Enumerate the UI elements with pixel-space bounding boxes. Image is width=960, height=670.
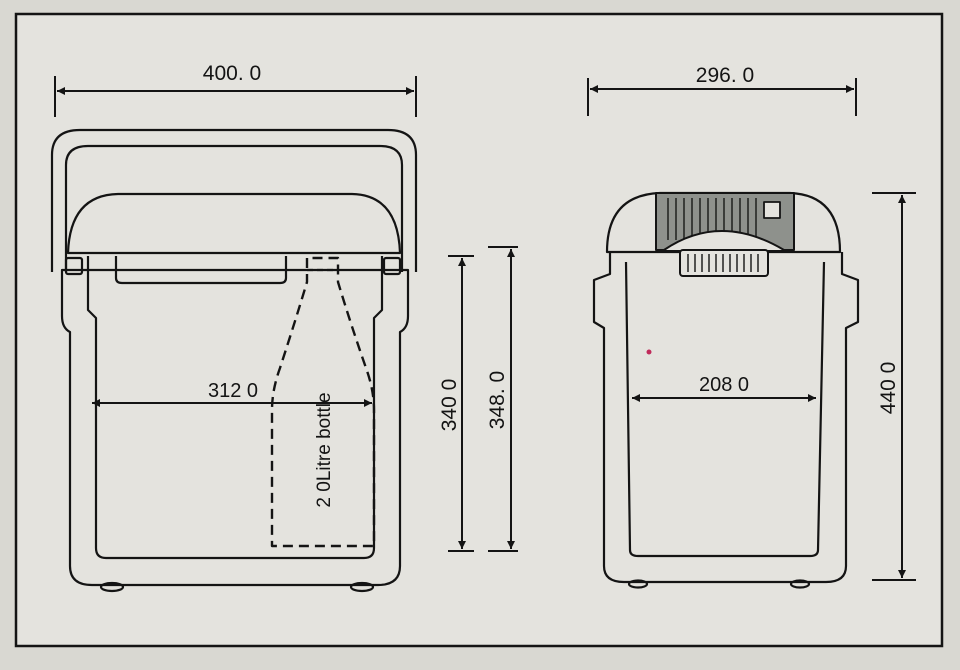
- side-foot-left: [627, 579, 649, 589]
- front-body-outer: [60, 268, 410, 587]
- front-hinge-right: [382, 256, 402, 276]
- front-outer-height-label: 348. 0: [486, 371, 509, 429]
- bottle-label: 2 0Litre bottle: [314, 392, 335, 507]
- front-lid: [66, 192, 402, 255]
- front-handle-inner: [64, 144, 404, 272]
- drawing-frame: [14, 12, 944, 648]
- side-foot-right: [789, 579, 811, 589]
- front-width-label: 400. 0: [203, 62, 261, 85]
- side-width-label: 296. 0: [696, 64, 754, 87]
- front-inner-width-label: 312 0: [208, 380, 258, 402]
- side-body-inner: [624, 261, 826, 558]
- front-foot-right: [349, 581, 375, 593]
- front-inner-height-label: 340 0: [438, 379, 461, 432]
- side-inner-width-label: 208 0: [699, 374, 749, 396]
- side-height-label: 440 0: [877, 362, 900, 415]
- side-vent-arch: [663, 230, 785, 251]
- front-handle: [50, 128, 418, 272]
- side-body-outer: [592, 252, 860, 584]
- side-dimensions: [587, 78, 916, 581]
- bottle-outline: [270, 256, 376, 548]
- side-vent-switch: [763, 201, 781, 219]
- front-view: [50, 128, 418, 593]
- front-dimensions: [54, 76, 518, 552]
- front-lid-recess: [114, 256, 288, 285]
- front-foot-left: [99, 581, 125, 593]
- side-fan-grille: [679, 249, 769, 277]
- front-body-inner: [86, 256, 384, 560]
- front-hinge-left: [64, 256, 84, 276]
- side-red-dot: [646, 349, 652, 355]
- side-fan-grille-lines: [687, 254, 759, 272]
- side-view: [592, 191, 860, 589]
